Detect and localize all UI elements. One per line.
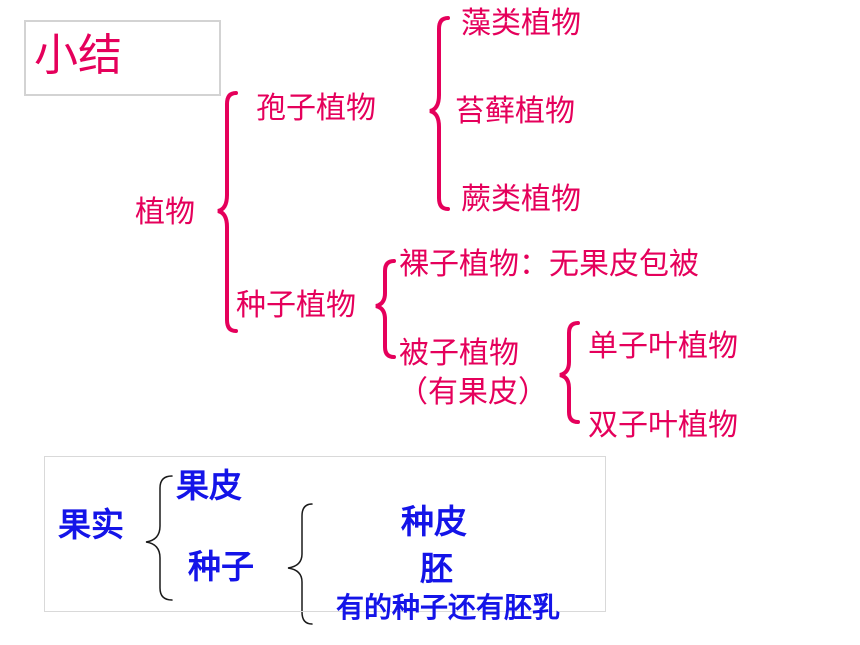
title-box — [24, 20, 221, 96]
gymnosperm-label: 裸子植物：无果皮包被 — [399, 247, 699, 282]
spore-plant-label: 孢子植物 — [256, 91, 376, 126]
seed-plant-label: 种子植物 — [236, 288, 356, 323]
moss-label: 苔藓植物 — [455, 94, 575, 129]
seed-brace — [375, 259, 396, 359]
fruit-root-label: 果实 — [58, 505, 124, 544]
endosperm-note: 有的种子还有胚乳 — [336, 591, 561, 624]
dicot-label: 双子叶植物 — [588, 408, 738, 443]
peel-label: 果皮 — [176, 466, 242, 505]
monocot-label: 单子叶植物 — [588, 329, 738, 364]
seed-coat-label: 种皮 — [401, 502, 467, 541]
plant-brace — [217, 91, 238, 333]
angiosperm-note: （有果皮） — [398, 375, 548, 410]
seed-label: 种子 — [188, 547, 254, 586]
fern-label: 蕨类植物 — [461, 182, 581, 217]
angiosperm-brace — [559, 321, 580, 424]
root-label-plant: 植物 — [135, 195, 195, 230]
title: 小结 — [34, 30, 122, 81]
fruit-brace — [145, 475, 173, 601]
algae-label: 藻类植物 — [461, 6, 581, 41]
embryo-label: 胚 — [420, 549, 453, 588]
seed-parts-brace — [287, 503, 313, 625]
angiosperm-label: 被子植物 — [399, 336, 519, 371]
fruit-box — [44, 456, 606, 612]
spore-brace — [429, 16, 450, 211]
